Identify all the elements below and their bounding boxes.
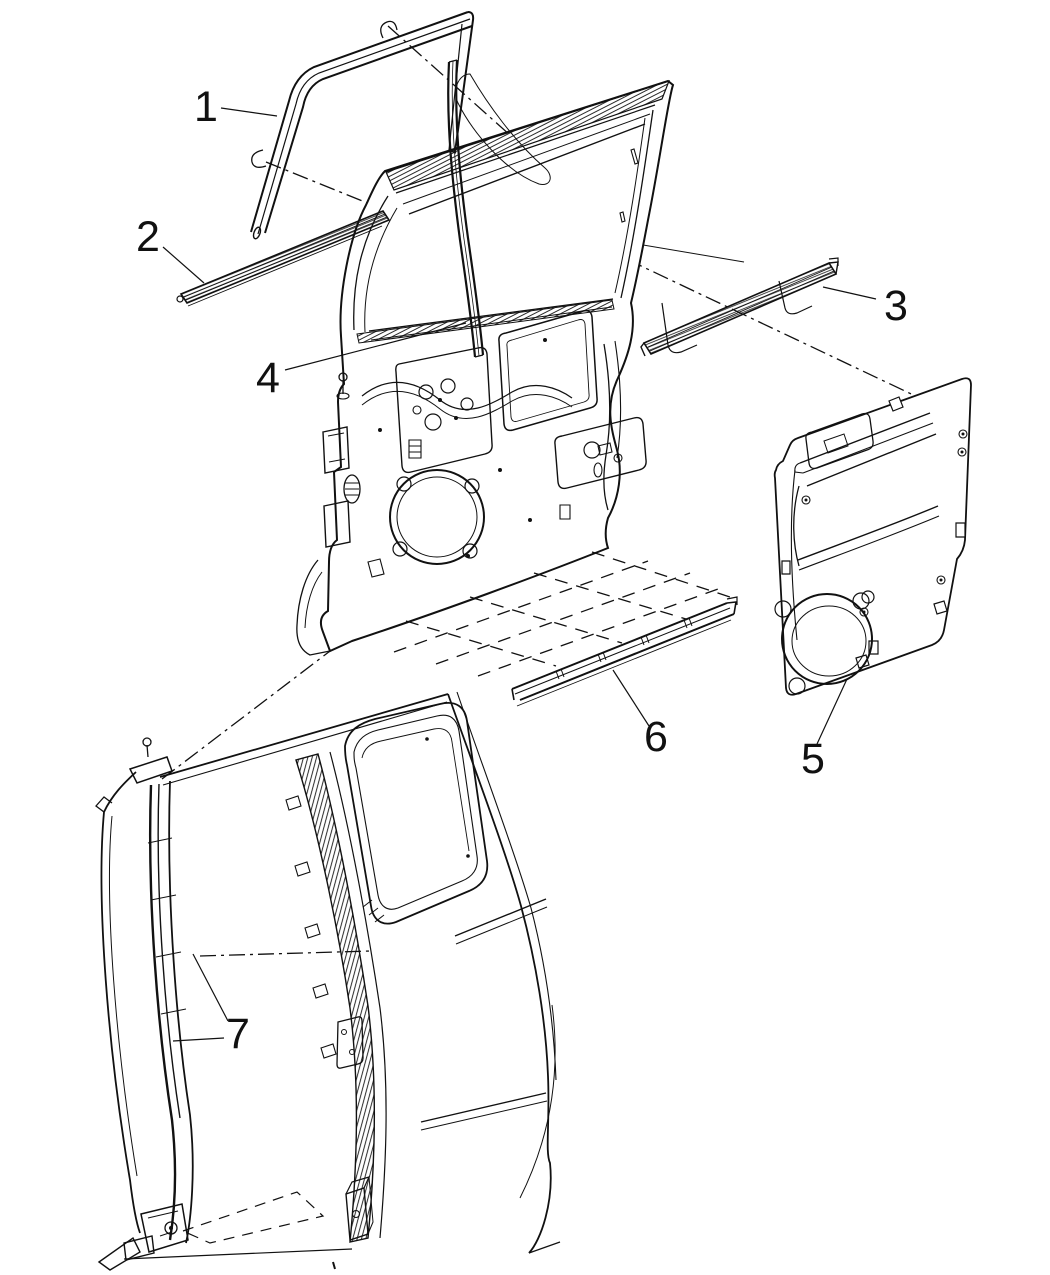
callout-7-leader-2 [172, 1037, 225, 1042]
callout-4-label: 4 [256, 354, 280, 402]
cab-body-side [95, 691, 561, 1271]
projection-line-part5 [600, 246, 965, 420]
projection-line-part1 [387, 25, 559, 179]
floor-ruling-dashes [393, 551, 731, 677]
striker-hardware [336, 1016, 374, 1241]
part-6-sill-seal [511, 596, 738, 707]
flange-step-tabs [285, 795, 337, 1059]
callout-2-leader [162, 246, 205, 284]
callout-5-leader [816, 678, 848, 745]
callout-3-label: 3 [884, 282, 908, 330]
door-beltline-band [356, 299, 615, 344]
part-4-glass-run-channel [447, 59, 485, 358]
molding-clip-tab [251, 149, 267, 168]
part-2-belt-weatherstrip [176, 210, 391, 307]
callouts: 1 2 3 4 5 6 7 [136, 83, 908, 1058]
door-inner-panel-details [296, 309, 647, 656]
callout-7-label: 7 [226, 1010, 250, 1058]
b-pillar [95, 737, 194, 1271]
projection-line-pillar [161, 647, 335, 780]
callout-6-label: 6 [644, 713, 668, 761]
speaker-opening [389, 469, 485, 565]
panel-edge-tabs [781, 396, 966, 669]
callout-7: 7 [172, 953, 250, 1058]
door-opening-seal-flange [295, 753, 376, 1243]
callout-7-leader [192, 953, 229, 1022]
rear-door-shell [296, 73, 675, 656]
callout-4-leader [284, 322, 467, 371]
part-7-pillar-seal [148, 783, 181, 1241]
callout-5: 5 [801, 678, 848, 783]
panel-speaker-opening [781, 593, 873, 685]
callout-2-label: 2 [136, 213, 160, 261]
floor-projection-outline [181, 1191, 325, 1244]
callout-1-label: 1 [194, 83, 218, 131]
callout-3-leader [822, 286, 877, 300]
callout-5-label: 5 [801, 735, 825, 783]
callout-1: 1 [194, 83, 278, 131]
window-frame-lines [353, 104, 656, 341]
quarter-window [344, 702, 489, 925]
door-header-weatherstrip-band [385, 80, 671, 191]
part-5-water-shield-panel [773, 377, 972, 696]
bed-side-panel [420, 898, 561, 1254]
callout-3: 3 [822, 282, 908, 330]
part-3-belt-weatherstrip [640, 257, 839, 357]
weatherstrip-clip [778, 280, 813, 315]
callout-1-leader [220, 107, 278, 117]
callout-2: 2 [136, 213, 205, 284]
part-1-window-run-molding [250, 11, 475, 240]
callout-6-leader [612, 669, 650, 727]
cab-back-edge [447, 693, 552, 1254]
callout-4: 4 [256, 322, 467, 402]
weatherstrip-clip [661, 302, 698, 354]
molding-clip-tab [380, 20, 398, 39]
callout-6: 6 [612, 669, 668, 761]
